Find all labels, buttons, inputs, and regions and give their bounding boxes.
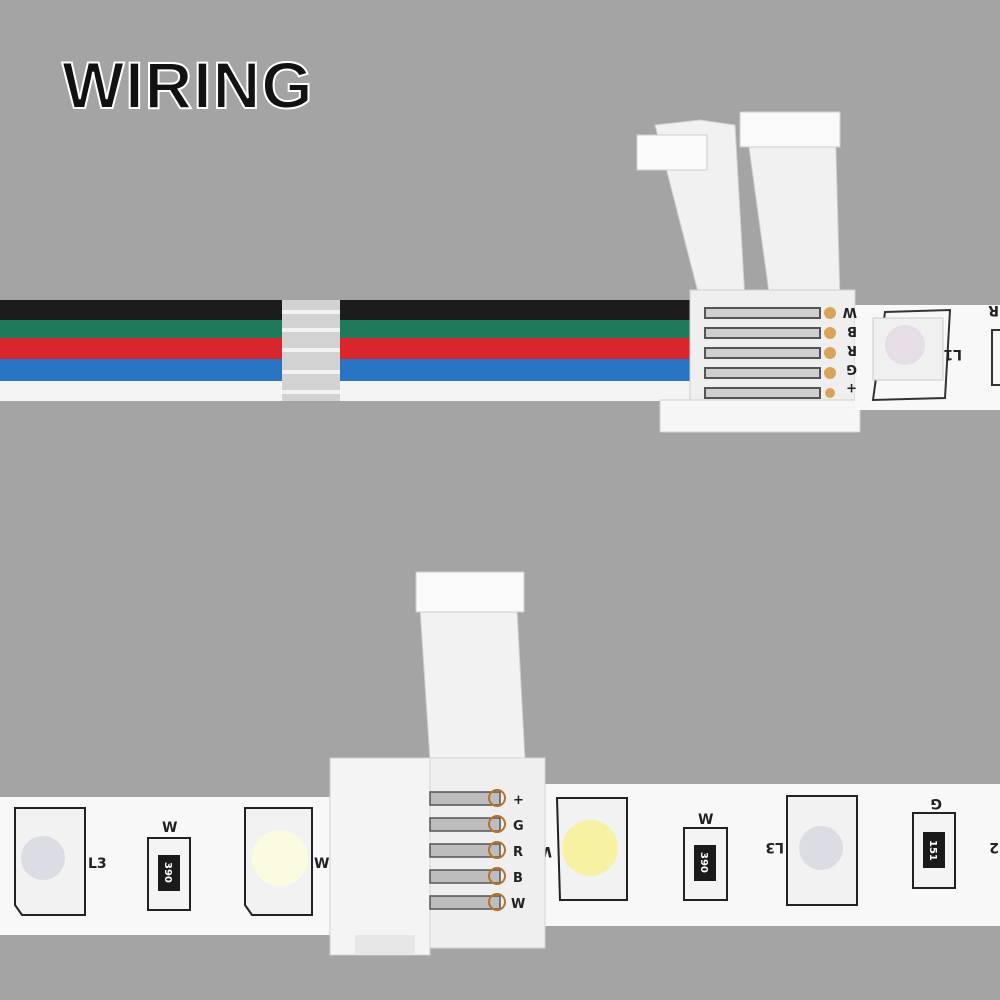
bottom-led-strip: L3 W 390 W3 W 390 L3 G 151 2 <box>0 784 1000 935</box>
pin-label-plus: + <box>513 793 524 808</box>
strip-label-r: R <box>988 302 999 318</box>
resistor-code: 390 <box>162 862 173 883</box>
strip-label-l3: L3 <box>88 856 107 872</box>
pin-label-w: W <box>511 897 525 912</box>
pin-label-g: G <box>513 819 524 834</box>
top-connector: W B R G + L1 R <box>636 111 1000 433</box>
pin-label-g: G <box>846 361 857 376</box>
title: WIRING <box>62 48 314 122</box>
strip-label-l3: L3 <box>765 839 784 855</box>
strip-label-l1: L1 <box>943 346 962 362</box>
resistor-code: 151 <box>927 840 938 861</box>
resistor <box>683 827 728 901</box>
ribbon-wire <box>0 300 710 401</box>
pin-label-b: B <box>847 323 857 338</box>
strip-label-w: W <box>314 856 329 872</box>
pin-label-r: R <box>847 342 857 357</box>
resistor-code: 390 <box>698 852 709 873</box>
strip-label-w: W <box>162 820 177 836</box>
pin-label-w: W <box>843 304 857 319</box>
strip-label-w: W <box>698 812 713 828</box>
strip-label-edge: 2 <box>989 839 999 855</box>
pin-label-plus: + <box>846 380 857 395</box>
bottom-connector: + G R B W <box>329 571 546 956</box>
pin-label-r: R <box>513 845 523 860</box>
pin-label-b: B <box>513 871 523 886</box>
strip-label-g: G <box>931 795 943 811</box>
